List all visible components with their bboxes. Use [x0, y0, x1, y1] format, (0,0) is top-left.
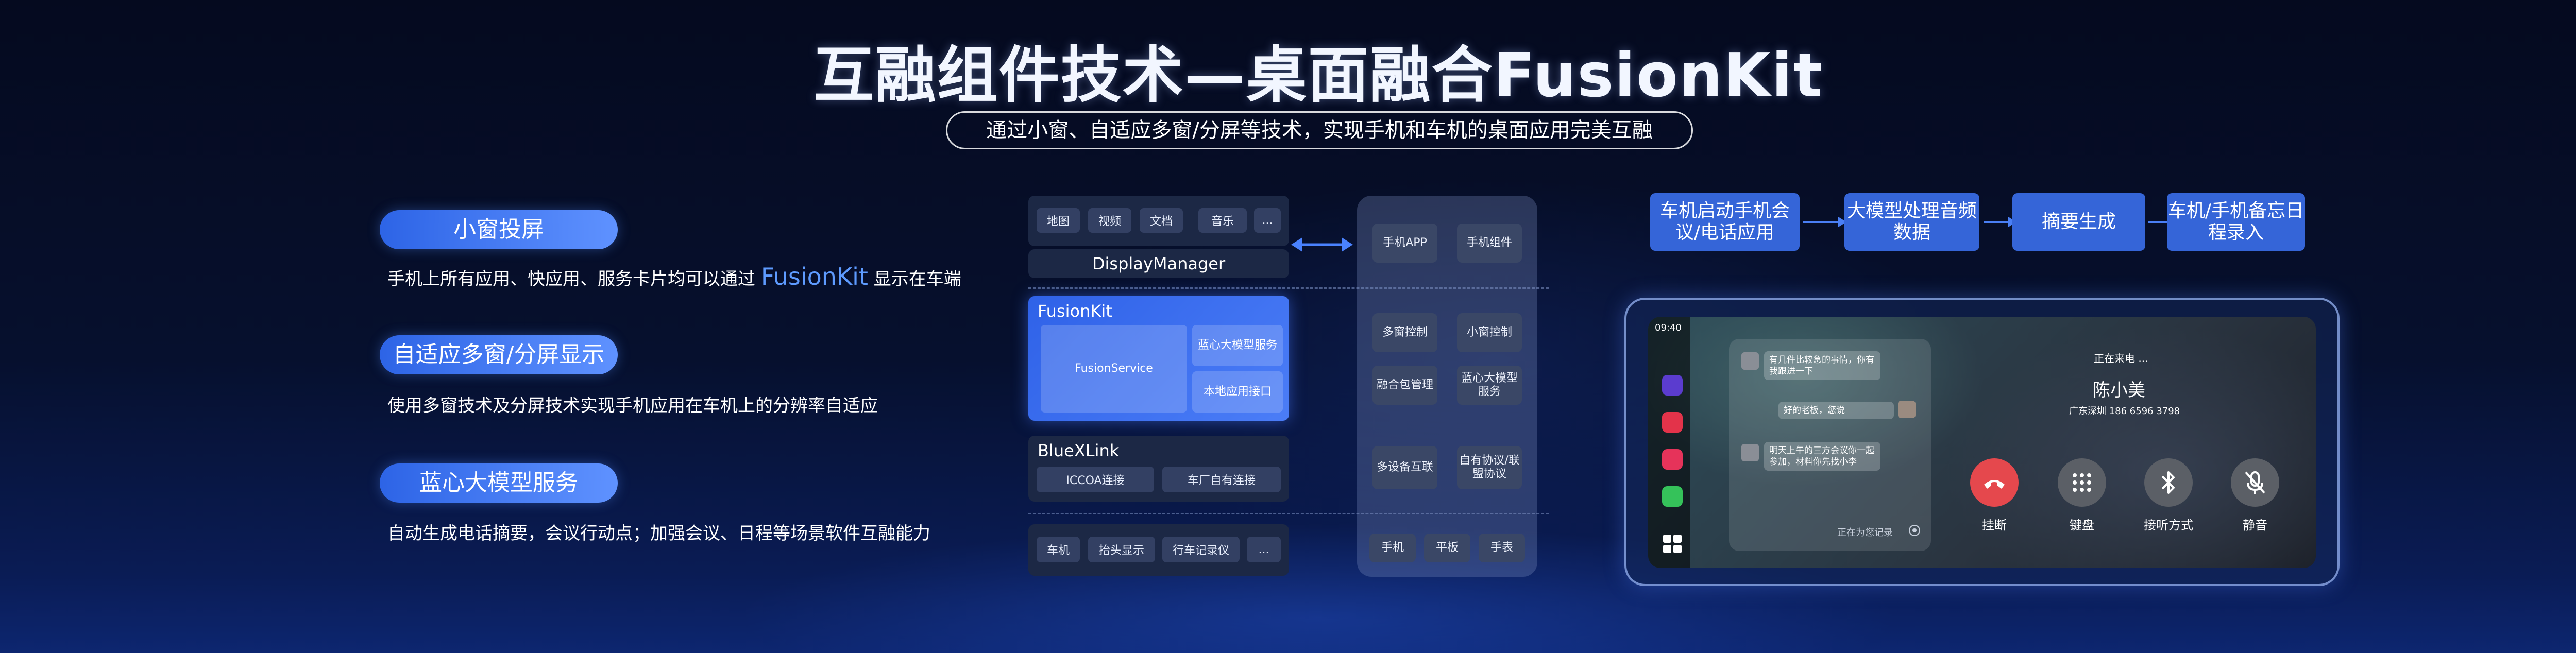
iccoa-chip: ICCOA连接	[1037, 467, 1154, 492]
feature-pill-small-window: 小窗投屏	[380, 210, 618, 249]
bidirectional-arrow-icon	[1291, 237, 1353, 252]
app-chip-more: ...	[1254, 208, 1281, 233]
phone-side-panel: 手机APP 手机组件 多窗控制 小窗控制 融合包管理 蓝心大模型服务 多设备互联…	[1357, 196, 1537, 577]
call-status: 正在来电 ...	[2094, 352, 2148, 365]
meeting-transcript-panel	[1729, 339, 1931, 551]
device-chip-hud: 抬头显示	[1088, 537, 1155, 562]
device-tablet-chip: 平板	[1424, 534, 1470, 562]
bluexlink-panel: BlueXLink ICCOA连接 车厂自有连接	[1028, 436, 1289, 502]
caller-name: 陈小美	[2093, 380, 2145, 401]
keypad-label: 键盘	[2070, 518, 2094, 532]
fusionkit-title: FusionKit	[1038, 301, 1112, 321]
chat-bubble-3: 明天上午的三方会议你一起参加，材料你先找小李	[1764, 442, 1880, 471]
divider-bottom	[1028, 513, 1549, 514]
llm-service-block: 蓝心大模型服务	[1192, 325, 1283, 366]
feature-desc-small-window: 手机上所有应用、快应用、服务卡片均可以通过 FusionKit 显示在车端	[387, 263, 961, 290]
device-phone-chip: 手机	[1369, 534, 1416, 562]
device-chip-more: ...	[1247, 537, 1281, 562]
fusion-package-chip: 融合包管理	[1372, 366, 1437, 405]
phone-app-chip: 手机APP	[1372, 224, 1437, 263]
app-grid-icon[interactable]	[1662, 534, 1683, 554]
chat-bubble-2: 好的老板，您说	[1778, 402, 1894, 419]
clock: 09:40	[1655, 322, 1682, 333]
oem-link-chip: 车厂自有连接	[1162, 467, 1281, 492]
fusion-service-block: FusionService	[1041, 325, 1187, 413]
top-apps-panel: 地图 视频 文档 音乐 ...	[1028, 196, 1289, 246]
display-manager-label: DisplayManager	[1092, 254, 1226, 273]
recording-label: 正在为您记录	[1837, 527, 1893, 538]
music-icon[interactable]	[1662, 449, 1683, 470]
flow-step-2: 大模型处理音频数据	[1844, 193, 1979, 251]
feature-desc-llm-service: 自动生成电话摘要，会议行动点；加强会议、日程等场景软件互融能力	[387, 523, 930, 544]
device-chip-car: 车机	[1037, 537, 1080, 562]
app-chip-music: 音乐	[1198, 208, 1247, 233]
feature-pill-multi-window: 自适应多窗/分屏显示	[380, 335, 618, 374]
feature-desc-suffix: 显示在车端	[873, 269, 961, 289]
phone-icon[interactable]	[1662, 486, 1683, 507]
app-icon-purple[interactable]	[1662, 375, 1683, 396]
map-pin-icon[interactable]	[1662, 412, 1683, 433]
small-window-control-chip: 小窗控制	[1457, 313, 1522, 352]
flow-step-3: 摘要生成	[2012, 193, 2145, 251]
car-display-screen	[1648, 317, 2316, 568]
devices-panel: 车机 抬头显示 行车记录仪 ...	[1028, 524, 1289, 576]
chat-bubble-1: 有几件比较急的事情，你有我跟进一下	[1764, 351, 1880, 380]
avatar	[1741, 352, 1759, 370]
hangup-icon	[1984, 480, 2005, 489]
fusionkit-highlight: FusionKit	[760, 263, 868, 290]
keypad-icon	[2073, 473, 2091, 492]
mute-icon	[2245, 471, 2265, 494]
feature-desc-prefix: 手机上所有应用、快应用、服务卡片均可以通过	[387, 269, 755, 289]
device-watch-chip: 手表	[1479, 534, 1525, 562]
multi-window-control-chip: 多窗控制	[1372, 313, 1437, 352]
car-sidebar	[1648, 317, 1690, 568]
caller-info: 广东深圳 186 6596 3798	[2069, 406, 2180, 417]
page-title: 互融组件技术—桌面融合FusionKit	[813, 40, 1824, 111]
phone-widget-chip: 手机组件	[1457, 224, 1522, 263]
answer-mode-label: 接听方式	[2144, 518, 2193, 532]
protocol-chip: 自有协议/联盟协议	[1457, 446, 1522, 489]
flow-arrow-1	[1803, 217, 1846, 227]
local-api-block: 本地应用接口	[1192, 371, 1283, 413]
app-chip-map: 地图	[1037, 208, 1080, 233]
flow-arrow-2	[1984, 217, 2016, 227]
mute-label: 静音	[2243, 518, 2267, 532]
app-chip-docs: 文档	[1140, 208, 1183, 233]
device-chip-dashcam: 行车记录仪	[1162, 537, 1240, 562]
avatar	[1741, 444, 1759, 461]
avatar	[1898, 401, 1916, 418]
feature-pill-llm-service: 蓝心大模型服务	[380, 463, 618, 503]
bluexlink-title: BlueXLink	[1038, 441, 1120, 460]
hangup-label: 挂断	[1982, 518, 2007, 532]
flow-step-1: 车机启动手机会议/电话应用	[1650, 193, 1800, 251]
multi-device-chip: 多设备互联	[1372, 446, 1437, 489]
app-chip-video: 视频	[1088, 208, 1131, 233]
feature-desc-multi-window: 使用多窗技术及分屏技术实现手机应用在车机上的分辨率自适应	[387, 396, 878, 416]
display-manager-panel: DisplayManager	[1028, 249, 1289, 278]
llm-service-chip: 蓝心大模型服务	[1457, 366, 1522, 405]
flow-step-4: 车机/手机备忘日程录入	[2167, 193, 2305, 251]
mute-button[interactable]	[2231, 458, 2279, 507]
keypad-button[interactable]	[2058, 458, 2106, 507]
hangup-button[interactable]	[1970, 458, 2019, 507]
answer-mode-button[interactable]	[2144, 458, 2193, 507]
divider-top	[1028, 287, 1549, 289]
fusionkit-panel: FusionKit FusionService 蓝心大模型服务 本地应用接口	[1028, 296, 1289, 421]
bluetooth-icon	[2161, 471, 2175, 494]
recording-icon	[1909, 525, 1920, 536]
subtitle: 通过小窗、自适应多窗/分屏等技术，实现手机和车机的桌面应用完美互融	[946, 111, 1693, 149]
